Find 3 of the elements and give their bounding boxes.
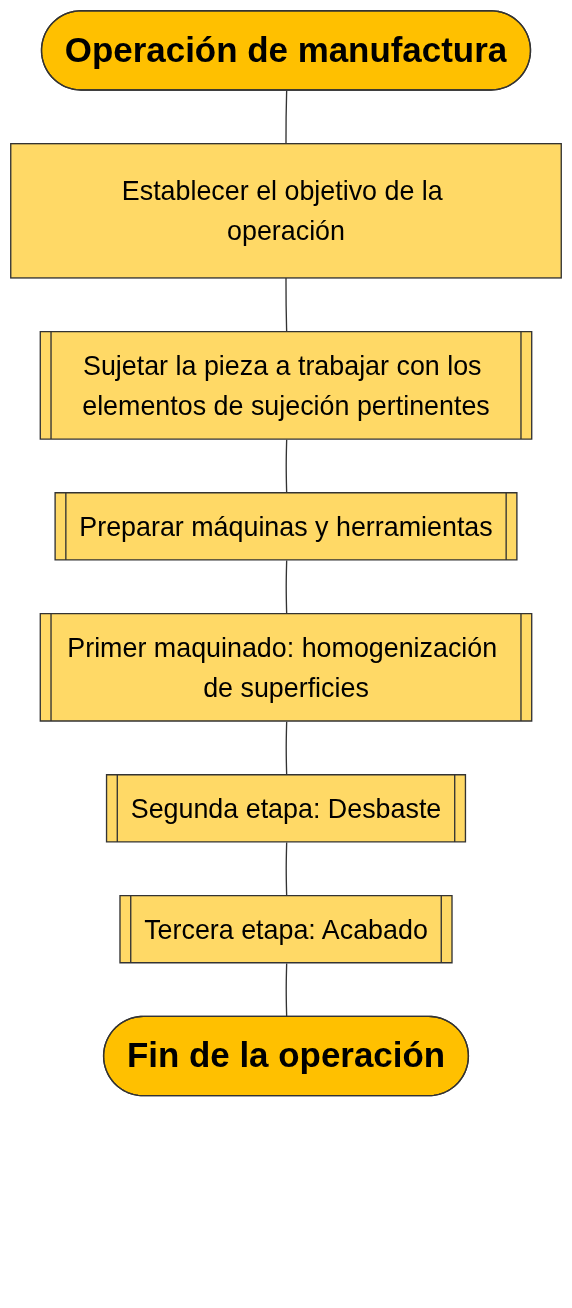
- node-box: Establecer el objetivo de la operación: [10, 143, 562, 279]
- connector: [285, 89, 288, 145]
- connector: [285, 962, 288, 1018]
